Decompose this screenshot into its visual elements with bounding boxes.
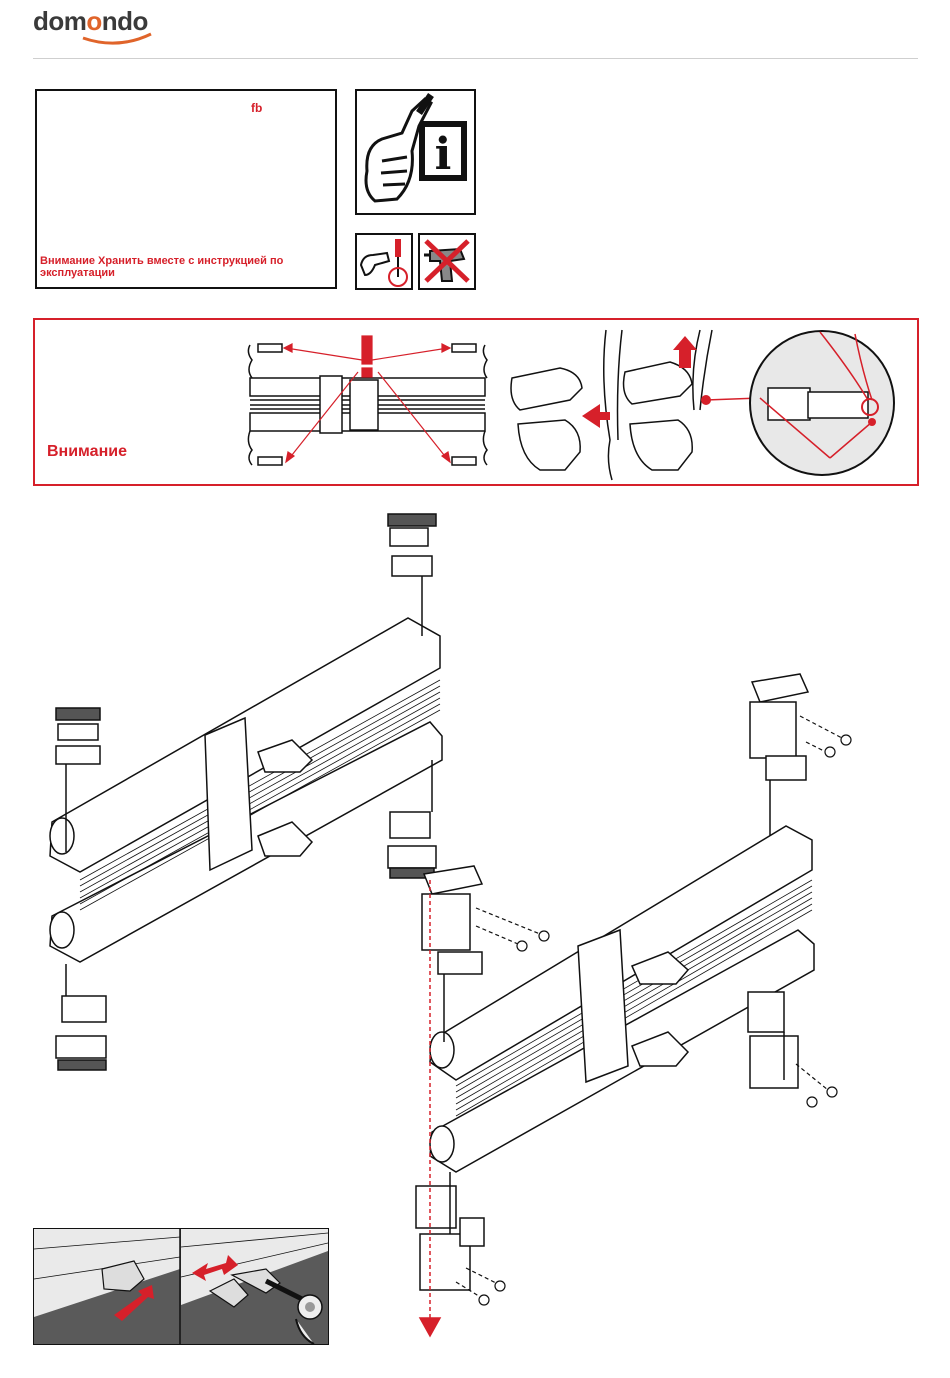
- handle-detail-panel: [33, 1228, 329, 1345]
- left-blind: [50, 618, 442, 962]
